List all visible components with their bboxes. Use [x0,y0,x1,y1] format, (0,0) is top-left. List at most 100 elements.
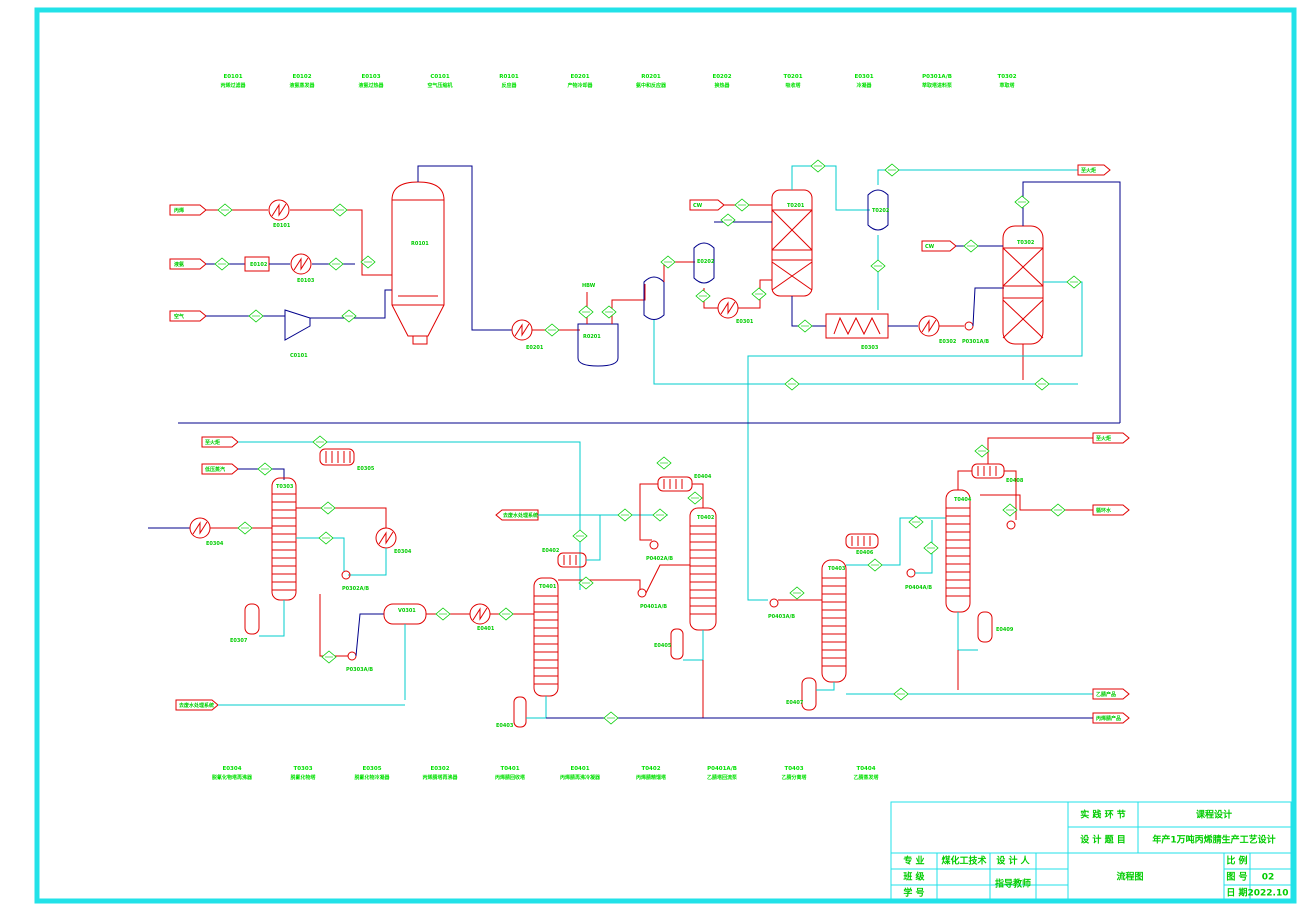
equipment-code: E0401 [570,766,589,772]
equipment-name: 反应器 [501,82,517,89]
equipment-name: 乙腈塔回流泵 [707,774,738,781]
pipe [526,696,547,719]
reactor-outlet [412,335,428,345]
drawing-name: 流程图 [1116,871,1143,883]
pump-p0301 [964,321,974,331]
pump-p0402 [649,540,659,550]
equipment-name: 萃取塔进料泵 [922,82,953,89]
pipe [791,296,826,327]
equipment-name: 氨中和反应器 [636,82,667,89]
pump-p0404 [906,568,916,578]
stream-label: 乙腈产品 [1096,691,1116,698]
date: 2022.10 [1248,889,1289,899]
legend-item: E0401 丙烯腈再沸冷凝器 [560,766,601,781]
unit-label: V0301 [398,608,416,614]
unit-label: T0403 [828,566,846,572]
stream-arrow [1092,712,1130,724]
equipment-name: 丙烯腈再沸冷凝器 [560,774,601,781]
stream-label: 去废水处理系统 [503,512,538,519]
equipment-code: T0403 [784,766,803,772]
stream-arrow [495,509,539,521]
exchanger-symbol [921,319,937,333]
id-label: 学 号 [903,887,924,899]
unit-label: E0202 [697,259,715,265]
pipe [558,579,641,590]
unit-label: E0101 [273,223,291,229]
pipe [1004,470,1017,520]
pipe [639,483,658,541]
equipment-code: P0401A/B [707,766,737,772]
drawing-no: 02 [1262,873,1275,883]
column-trays [690,525,716,615]
unit-label: HBW [582,283,596,289]
equipment-name: 产物冷却器 [567,82,593,89]
pipe [355,613,384,657]
stream-arrow [689,199,725,211]
column-trays [534,595,558,685]
reboiler-e0307 [244,603,260,635]
equipment-name: 冷凝器 [856,82,872,89]
drum-e0202 [693,242,715,284]
exchanger-symbol [192,521,208,535]
reboiler-e0405 [670,628,684,660]
designer-label: 设 计 人 [996,855,1030,867]
unit-label: E0307 [230,638,248,644]
pipe [972,287,1004,327]
unit-label: P0401A/B [640,604,667,610]
drum-t0202 [867,189,889,231]
pipe [653,320,1078,385]
equipment-code: T0401 [500,766,519,772]
reboiler-e0409 [977,611,993,643]
packing [771,209,813,251]
exchanger-symbol [720,301,736,315]
unit-label: E0201 [526,345,544,351]
stream-label: CW [693,203,703,209]
unit-label: E0407 [786,700,804,706]
scale-label: 比 例 [1226,855,1247,867]
pipe [957,612,978,651]
exchanger-symbol [514,323,530,337]
unit-label: E0409 [996,627,1014,633]
stream-label: 液氨 [174,261,184,268]
unit-label: T0402 [697,515,715,521]
equipment-code: T0201 [783,74,802,80]
stream-arrow [1092,688,1130,700]
drawing-border [34,7,1297,904]
unit-label: E0403 [496,723,514,729]
equipment-code: E0305 [362,766,381,772]
stream-arrow [169,310,207,322]
equipment-code: E0201 [570,74,589,80]
unit-label: R0201 [583,334,601,340]
equipment-code: E0301 [854,74,873,80]
stream-arrow [175,699,219,711]
class-label: 班 级 [903,871,925,883]
legend-item: E0305 脱氰化物冷凝器 [353,766,390,781]
column-trays [822,577,846,667]
superheater-e0103 [290,253,312,275]
unit-label: P0301A/B [962,339,989,345]
column-trays [946,507,970,597]
exchanger-symbol [472,607,488,621]
equipment-name: 脱氰化物冷凝器 [353,774,390,781]
pump-p0303 [347,651,357,661]
equipment-code: T0404 [856,766,875,772]
unit-label: T0302 [1017,240,1035,246]
topic-value: 年产1万吨丙烯腈生产工艺设计 [1152,834,1275,846]
pump-p0404b [1006,520,1016,530]
drawing-no-label: 图 号 [1226,872,1247,883]
equipment-code: T0302 [997,74,1016,80]
stream-arrow [201,463,239,475]
unit-label: E0302 [939,339,957,345]
pipe [417,165,512,331]
stream-label: 低压蒸汽 [204,466,225,473]
unit-label: P0404A/B [905,585,932,591]
exchanger-symbol [293,257,309,271]
